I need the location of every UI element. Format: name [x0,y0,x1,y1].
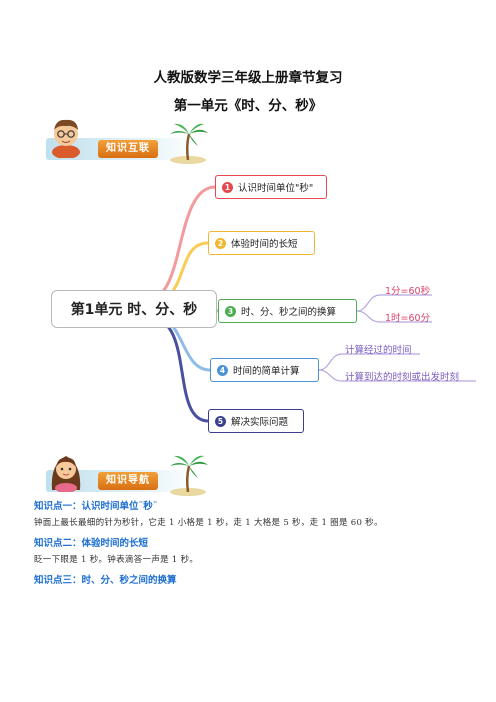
branch-label-2: 体验时间的长短 [231,239,298,250]
branch-node-2: 2 体验时间的长短 [208,231,315,255]
banner-bar: 知识互联 [46,138,196,160]
branch-number-2: 2 [215,237,226,249]
knowledge-point-2-body: 眨一下眼是 1 秒。钟表滴答一声是 1 秒。 [34,555,199,565]
palm-tree-icon [170,123,208,164]
knowledge-point-3-title: 知识点三：时、分、秒之间的换算 [34,575,177,586]
branch-number-3: 3 [225,305,236,317]
banner-label: 知识互联 [98,140,158,158]
connector-leaf-calc-1 [318,353,420,371]
leaf-calc-moment: 计算到达的时刻或出发时刻 [345,372,460,383]
branch-node-5: 5 解决实际问题 [208,409,304,433]
branch-number-1: 1 [222,181,233,193]
branch-label-4: 时间的简单计算 [233,366,300,377]
banner-bar: 知识导航 [46,470,196,492]
knowledge-point-1-title: 知识点一：认识时间单位¨秒¨ [34,501,158,512]
knowledge-point-2-title: 知识点二：体验时间的长短 [34,538,149,549]
branch-label-3: 时、分、秒之间的换算 [241,307,337,318]
leaf-calc-elapsed: 计算经过的时间 [345,345,412,356]
connector-leaf-conversion-2 [356,310,432,323]
knowledge-guide-banner: 知识导航 [40,450,210,500]
branch-label-5: 解决实际问题 [231,417,289,428]
banner-label: 知识导航 [98,472,158,490]
branch-node-4: 4 时间的简单计算 [210,358,319,382]
connector-leaf-calc-2 [318,369,476,382]
leaf-conversion-hour: 1时=60分 [385,313,431,324]
branch-number-5: 5 [215,415,226,427]
boy-avatar-icon [52,119,80,158]
branch-label-1: 认识时间单位"秒" [238,183,314,194]
palm-tree-icon [170,455,208,496]
leaf-conversion-minute: 1分=60秒 [385,286,431,297]
girl-avatar-icon [51,456,81,492]
branch-number-4: 4 [217,364,228,376]
connector-leaf-conversion-1 [356,294,432,312]
knowledge-point-1-body: 钟面上最长最细的针为秒针，它走 1 小格是 1 秒，走 1 大格是 5 秒，走 … [34,518,383,528]
document-title: 人教版数学三年级上册章节复习 [153,70,343,86]
branch-node-1: 1 认识时间单位"秒" [215,175,327,199]
knowledge-network-banner: 知识互联 [40,116,210,166]
branch-node-3: 3 时、分、秒之间的换算 [218,299,357,323]
document-subtitle: 第一单元《时、分、秒》 [173,98,323,114]
mindmap-root-node: 第1单元 时、分、秒 [51,290,217,328]
